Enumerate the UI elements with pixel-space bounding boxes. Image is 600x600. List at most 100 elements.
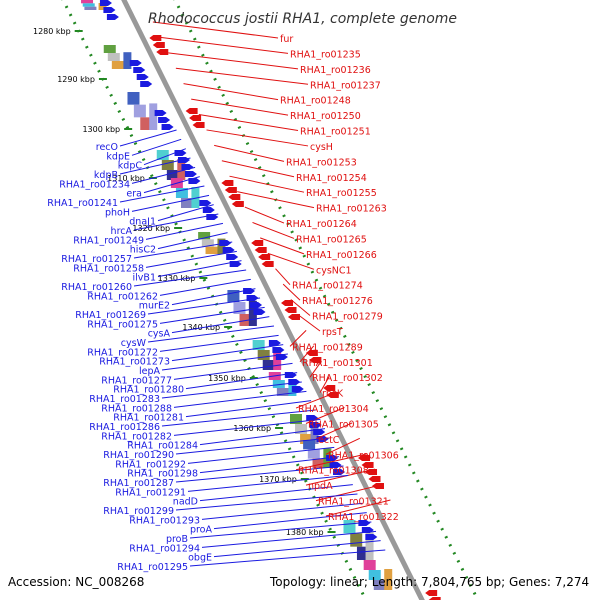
- label-leader: [189, 549, 386, 567]
- gene-arrow: [192, 122, 205, 128]
- gene-label: hrcA: [111, 226, 133, 237]
- gene-label: RHA1_ro01294: [129, 543, 200, 554]
- gene-block: [127, 92, 140, 105]
- gene-block: [133, 104, 146, 118]
- label-leader: [175, 465, 344, 483]
- gene-label: RHA1_ro01235: [290, 49, 361, 60]
- gene-label: RHA1_ro01284: [127, 441, 198, 452]
- gene-label: cysH: [310, 142, 333, 153]
- gene-label: recO: [96, 142, 118, 153]
- gene-label: RHA1_ro01272: [87, 347, 158, 358]
- gene-block: [365, 532, 374, 560]
- scale-tick-label: 1360 kbp: [233, 424, 271, 433]
- gene-label: RHA1_ro01255: [306, 188, 377, 199]
- gene-label: RHA1_ro01251: [300, 127, 371, 138]
- gene-label: RHA1_ro01257: [61, 254, 132, 265]
- label-leader: [133, 269, 247, 287]
- label-leader: [157, 232, 228, 250]
- gene-block: [107, 53, 120, 61]
- label-leader: [290, 299, 311, 316]
- gene-label: RHA1_ro01253: [286, 157, 357, 168]
- label-leader: [160, 36, 289, 54]
- gene-block: [166, 170, 179, 180]
- label-leader: [168, 52, 299, 70]
- label-leader: [199, 456, 339, 474]
- label-leader: [145, 222, 224, 240]
- gene-block: [198, 232, 211, 240]
- label-leader: [237, 191, 315, 209]
- gene-block: [81, 0, 94, 4]
- gene-block: [123, 52, 132, 69]
- gene-block: [191, 187, 200, 208]
- gene-block: [111, 61, 124, 69]
- label-leader: [289, 330, 307, 347]
- gene-label: RHA1_ro01293: [129, 515, 200, 526]
- label-leader: [119, 129, 177, 147]
- label-leader: [199, 428, 326, 446]
- gene-block: [373, 580, 386, 590]
- gene-label: ectC: [318, 435, 340, 446]
- label-leader: [201, 530, 377, 548]
- gene-label: RHA1_ro01275: [87, 319, 158, 330]
- gene-block: [252, 340, 265, 350]
- label-leader: [206, 129, 309, 147]
- label-leader: [213, 540, 381, 558]
- accession-label: Accession: NC_008268: [8, 575, 144, 589]
- gene-block: [217, 238, 226, 254]
- gene-label: RHA1_ro01298: [127, 469, 198, 480]
- label-leader: [145, 250, 237, 268]
- gene-label: kdpC: [118, 161, 143, 172]
- genome-summary: Topology: linear; Length: 7,804,765 bp; …: [269, 575, 589, 589]
- label-leader: [187, 474, 349, 492]
- label-leader: [143, 176, 200, 194]
- gene-arrow: [268, 340, 281, 346]
- gene-label: cysNC1: [316, 265, 352, 276]
- label-leader: [133, 213, 219, 231]
- label-leader: [131, 194, 210, 212]
- label-leader: [161, 353, 288, 371]
- gene-label: cysA: [148, 329, 171, 340]
- gene-arrow: [231, 201, 244, 207]
- label-leader: [295, 453, 368, 471]
- label-leader: [185, 372, 298, 390]
- gene-arrow: [161, 124, 174, 130]
- gene-arrow: [291, 386, 304, 392]
- gene-label: RHA1_ro01234: [59, 179, 130, 190]
- gene-label: fur: [280, 34, 293, 45]
- gene-arrow: [253, 309, 266, 315]
- label-leader: [161, 381, 302, 399]
- gene-label: kdpE: [106, 151, 130, 162]
- gene-arrow: [103, 7, 116, 13]
- label-leader: [171, 344, 284, 362]
- gene-labels: furRHA1_ro01235RHA1_ro01236RHA1_ro01237R…: [47, 34, 399, 573]
- gene-block: [161, 160, 174, 170]
- gene-arrow: [428, 597, 441, 600]
- gene-block: [98, 3, 107, 10]
- gene-label: RHA1_ro01273: [99, 357, 170, 368]
- gene-label: RHA1_ro01321: [318, 497, 389, 508]
- gene-arrow: [261, 261, 274, 267]
- gene-arrow: [284, 307, 297, 313]
- label-leader: [305, 407, 345, 424]
- gene-arrow: [313, 429, 326, 435]
- gene-label: RHA1_ro01292: [115, 459, 186, 470]
- label-leader: [119, 157, 191, 175]
- gene-label: RHA1_ro01262: [87, 291, 158, 302]
- gene-arrow: [185, 108, 198, 114]
- gene-label: RHA1_ro01258: [73, 263, 144, 274]
- gene-blocks: [81, 0, 393, 590]
- gene-label: RHA1_ro01277: [101, 375, 172, 386]
- label-leader: [252, 221, 295, 239]
- gene-arrow: [222, 247, 235, 253]
- label-leader: [173, 418, 321, 436]
- label-leader: [259, 237, 305, 255]
- gene-block: [307, 449, 320, 459]
- gene-block: [257, 350, 270, 360]
- label-leader: [183, 83, 279, 101]
- gene-arrow: [251, 240, 264, 246]
- gene-arrow: [365, 534, 378, 540]
- label-leader: [143, 148, 187, 166]
- gene-label: RHA1_ro01282: [101, 431, 172, 442]
- gene-arrow: [140, 81, 153, 87]
- gene-block: [272, 380, 285, 388]
